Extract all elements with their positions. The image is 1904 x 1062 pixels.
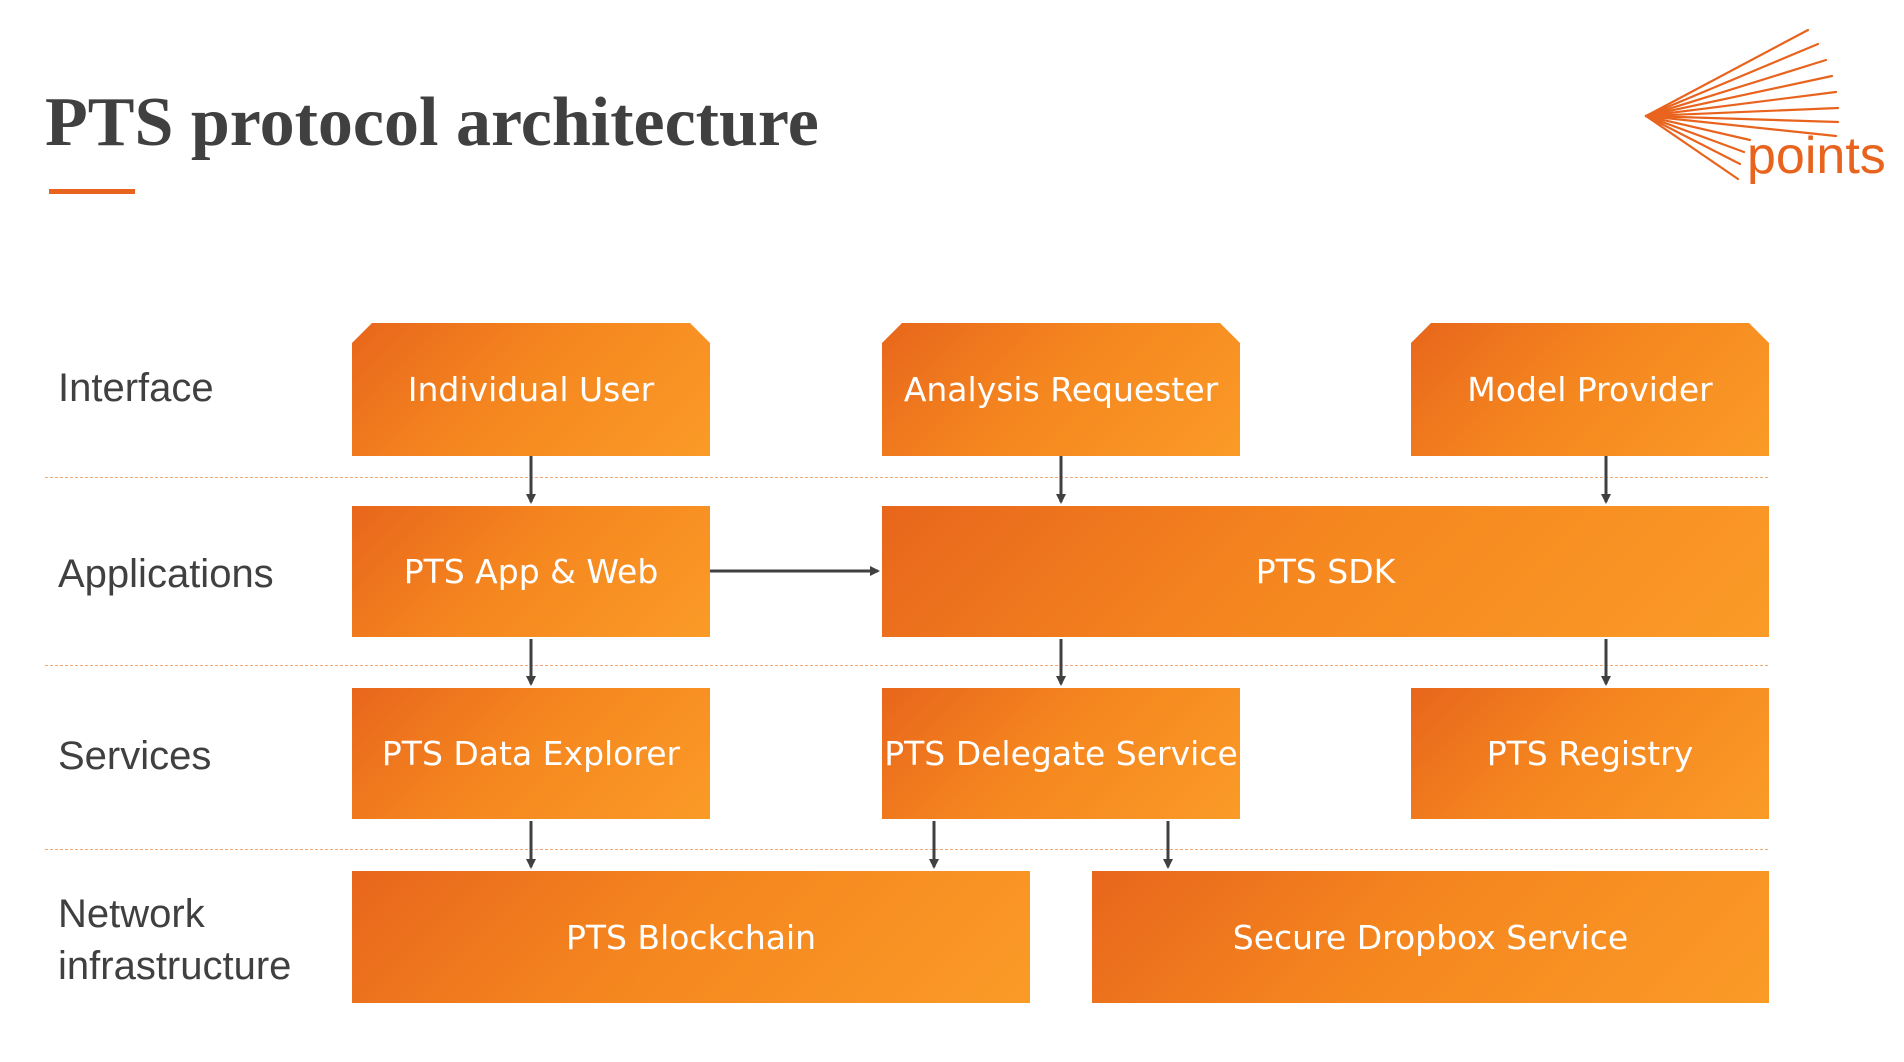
box-pts-delegate-service: PTS Delegate Service bbox=[882, 688, 1240, 819]
row-label-services: Services bbox=[58, 734, 212, 778]
box-model-provider: Model Provider bbox=[1411, 323, 1769, 456]
row-label-applications: Applications bbox=[58, 552, 274, 596]
box-pts-blockchain: PTS Blockchain bbox=[352, 871, 1030, 1003]
row-divider bbox=[45, 849, 1768, 850]
points-logo-icon bbox=[1644, 28, 1840, 181]
box-label: PTS SDK bbox=[1255, 552, 1396, 591]
box-individual-user: Individual User bbox=[352, 323, 710, 456]
box-pts-data-explorer: PTS Data Explorer bbox=[352, 688, 710, 819]
box-pts-app-web: PTS App & Web bbox=[352, 506, 710, 637]
row-divider bbox=[45, 665, 1768, 666]
box-secure-dropbox-service: Secure Dropbox Service bbox=[1092, 871, 1769, 1003]
box-analysis-requester: Analysis Requester bbox=[882, 323, 1240, 456]
box-pts-registry: PTS Registry bbox=[1411, 688, 1769, 819]
box-label: Secure Dropbox Service bbox=[1232, 917, 1629, 957]
box-label: PTS Delegate Service bbox=[884, 734, 1238, 773]
box-label: PTS Data Explorer bbox=[381, 734, 681, 773]
row-label-interface: Interface bbox=[58, 366, 214, 410]
title-underline bbox=[49, 189, 135, 194]
box-label: PTS App & Web bbox=[403, 552, 659, 591]
box-label: PTS Blockchain bbox=[565, 917, 817, 957]
logo-text: points bbox=[1747, 127, 1886, 185]
box-pts-sdk: PTS SDK bbox=[882, 506, 1769, 637]
row-divider bbox=[45, 477, 1768, 478]
box-label: Analysis Requester bbox=[903, 370, 1219, 409]
page-title: PTS protocol architecture bbox=[45, 84, 819, 161]
box-label: Individual User bbox=[407, 370, 655, 409]
box-label: Model Provider bbox=[1467, 370, 1713, 409]
row-label-network: Network bbox=[58, 892, 205, 936]
box-label: PTS Registry bbox=[1486, 734, 1694, 773]
row-label-infrastructure: infrastructure bbox=[58, 944, 292, 988]
